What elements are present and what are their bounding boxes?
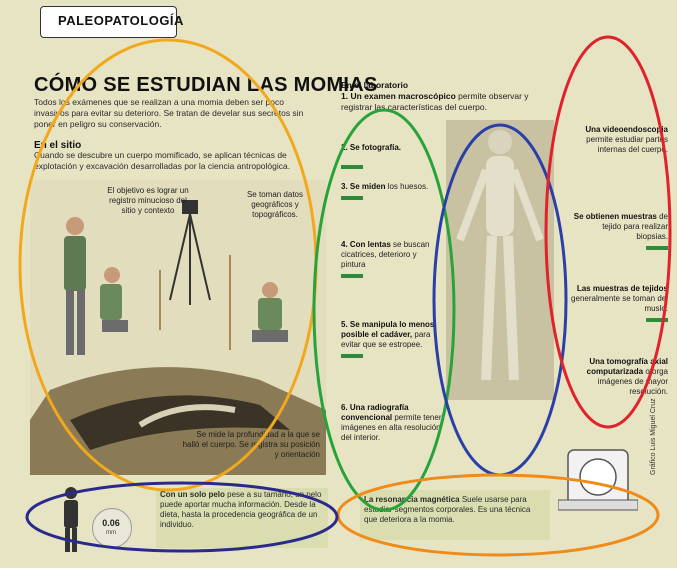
tissue-marker	[646, 318, 668, 322]
green-annotation-ellipse	[312, 108, 456, 512]
lab-right2-bold: Se obtienen muestras	[573, 212, 657, 221]
step5-marker	[341, 354, 363, 358]
lab-biopsy: Se obtienen muestras de tejido para real…	[570, 212, 668, 250]
mri-machine-illustration	[558, 449, 638, 511]
lab-right1-text: permite estudiar partes internas del cue…	[586, 135, 668, 154]
hair-size-unit: mm	[106, 530, 116, 536]
hair-info-text: Con un solo pelo pese a su tamaño, un pe…	[160, 490, 328, 530]
lab-ct-scan: Una tomografía axial computarizada otorg…	[560, 357, 668, 397]
lab-step4: 4. Con lentas se buscan cicatrices, dete…	[341, 240, 436, 278]
hair-size-value: 0.06	[102, 518, 120, 528]
lab-step3-bold: 3. Se miden	[341, 182, 386, 191]
step3-marker	[341, 196, 363, 200]
mummy-illustration	[456, 130, 544, 381]
lab-tissue-samples: Las muestras de tejidos generalmente se …	[570, 284, 668, 322]
lab-title: En el laboratorio	[341, 80, 409, 90]
section-header-tab	[40, 6, 177, 38]
lab-step6: 6. Una radiografía convencional permite …	[341, 403, 446, 443]
lab-step1-bold: 1. Un examen macroscópico	[341, 91, 456, 101]
site-paragraph: Cuando se descubre un cuerpo momificado,…	[34, 150, 291, 171]
lab-step4-bold: 4. Con lentas	[341, 240, 391, 249]
hair-size-coin	[92, 508, 132, 548]
lab-step2: 2. Se fotografía.	[341, 143, 436, 169]
graphic-credit: Gráfico Luis Miguel Cruz	[650, 398, 657, 475]
lab-step3-text: los huesos.	[385, 182, 429, 191]
page-title: CÓMO SE ESTUDIAN LAS MOMIAS	[34, 74, 378, 96]
lab-videoendoscopy: Una videoendoscopia permite estudiar par…	[570, 125, 668, 155]
mummy-figure-panel	[446, 120, 554, 400]
hair-info-bold: Con un solo pelo	[160, 490, 225, 499]
step4-marker	[341, 274, 363, 278]
site-note-geo: Se toman datos geográficos y topográfico…	[246, 190, 304, 219]
site-note-depth: Se mide la profundidad a la que se halló…	[182, 430, 320, 459]
section-header-label: PALEOPATOLOGÍA	[58, 13, 184, 28]
lab-step5: 5. Se manipula lo menos posible el cadáv…	[341, 320, 436, 358]
lab-intro: En el laboratorio 1. Un examen macroscóp…	[341, 80, 531, 113]
site-note-objective: El objetivo es lograr un registro minuci…	[107, 186, 189, 215]
lab-right3-bold: Las muestras de tejidos	[576, 284, 668, 293]
step2-marker	[341, 165, 363, 169]
biopsy-marker	[646, 246, 668, 250]
mri-info-text: La resonancia magnética Suele usarse par…	[364, 495, 544, 525]
human-silhouette	[64, 487, 78, 552]
lab-step2-bold: 2. Se fotografía.	[341, 143, 402, 152]
mri-info-bold: La resonancia magnética	[364, 495, 460, 504]
intro-paragraph: Todos los exámenes que se realizan a una…	[34, 97, 304, 129]
lab-right1-bold: Una videoendoscopia	[585, 125, 668, 134]
lab-right3-text: generalmente se toman del muslo.	[571, 294, 668, 313]
lab-step3: 3. Se miden los huesos.	[341, 182, 436, 200]
lab-step1-text: permite observar y registrar las caracte…	[341, 91, 529, 112]
